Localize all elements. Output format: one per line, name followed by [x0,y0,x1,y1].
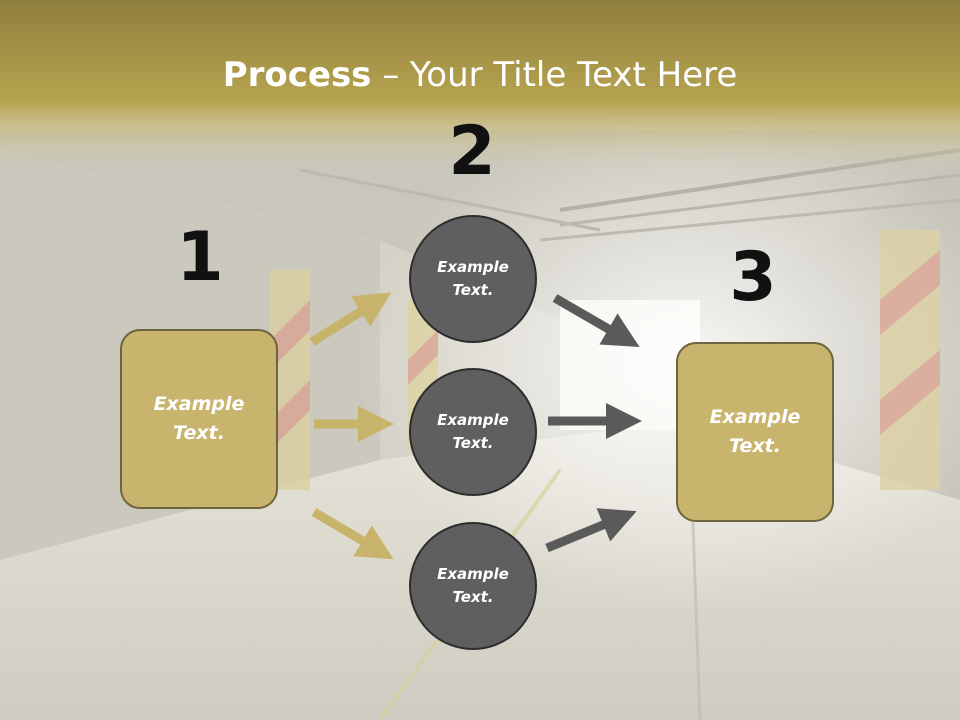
left-text-box: Example Text. [120,329,278,509]
arrow-top-to-right [552,294,640,348]
title-rest: – Your Title Text Here [371,55,738,95]
title-bold: Process [222,55,372,95]
step-number-1: 1 [176,218,224,297]
left-box-text: Example Text. [153,393,245,444]
arrow-left-to-bottom [311,508,394,560]
step-number-2: 2 [448,112,496,191]
arrow-left-to-top [309,292,392,346]
circle-middle-text: Example Text. [437,411,509,452]
step-number-3: 3 [729,238,777,317]
arrow-bottom-to-right [545,508,637,553]
circle-top: Example Text. [409,215,537,343]
circle-middle: Example Text. [409,368,537,496]
circle-bottom-text: Example Text. [437,565,509,606]
right-box-text: Example Text. [709,406,801,457]
slide-title: Process – Your Title Text Here [0,52,960,98]
circle-bottom: Example Text. [409,522,537,650]
circle-top-text: Example Text. [437,258,509,299]
right-text-box: Example Text. [676,342,834,522]
